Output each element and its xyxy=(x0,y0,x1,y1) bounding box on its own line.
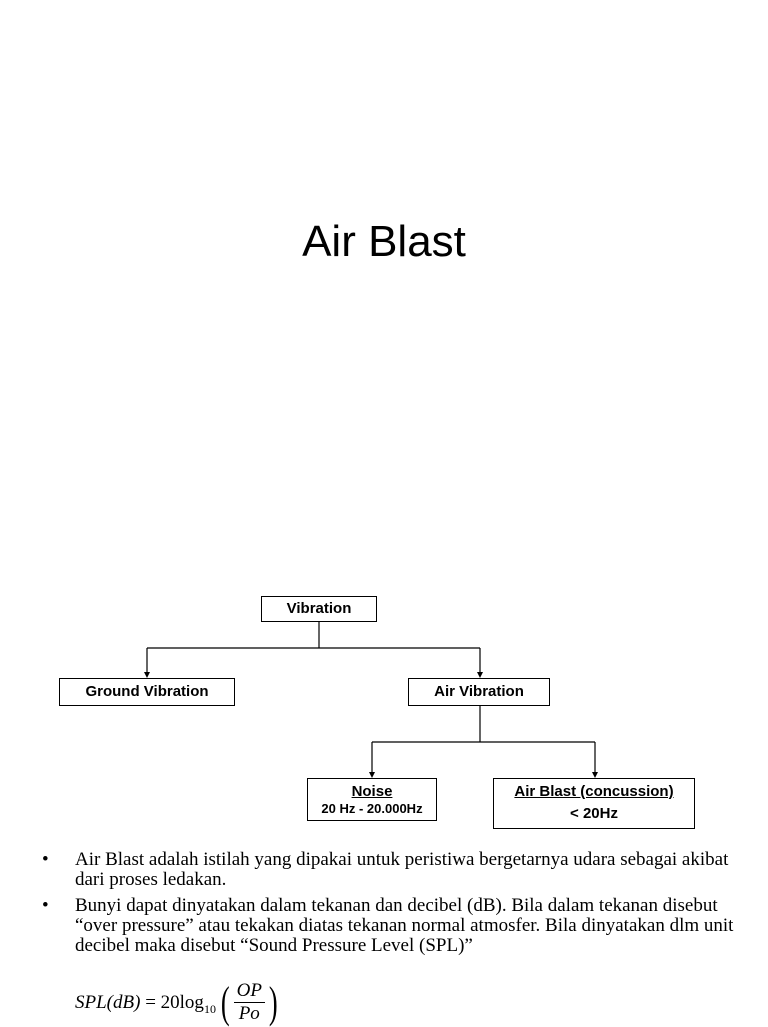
formula-numerator: OP xyxy=(233,980,265,1003)
formula-denominator: Po xyxy=(238,1003,260,1024)
air-blast-label: Air Blast (concussion) xyxy=(514,783,674,800)
spl-formula: SPL(dB) = 20 log 10 ( OP Po ) xyxy=(75,980,281,1025)
noise-range: 20 Hz - 20.000Hz xyxy=(321,801,423,816)
formula-lhs: SPL(dB) xyxy=(75,991,141,1013)
right-paren: ) xyxy=(268,977,278,1027)
formula-fraction: OP Po xyxy=(233,980,265,1025)
air-blast-range: < 20Hz xyxy=(570,805,618,822)
vibration-label: Vibration xyxy=(286,600,352,617)
formula-log-base: 10 xyxy=(203,1002,216,1016)
bullet-list: Air Blast adalah istilah yang dipakai un… xyxy=(40,850,756,962)
noise-box: Noise 20 Hz - 20.000Hz xyxy=(307,778,437,821)
vibration-box: Vibration xyxy=(261,596,377,622)
bullet-item: Air Blast adalah istilah yang dipakai un… xyxy=(40,850,756,890)
noise-label: Noise xyxy=(351,783,393,800)
slide-title: Air Blast xyxy=(302,217,466,266)
air-vibration-label: Air Vibration xyxy=(434,683,524,700)
formula-log: log xyxy=(179,991,204,1013)
ground-vibration-label: Ground Vibration xyxy=(85,683,209,700)
air-blast-box: Air Blast (concussion) < 20Hz xyxy=(493,778,695,829)
ground-vibration-box: Ground Vibration xyxy=(59,678,235,706)
bullet-item: Bunyi dapat dinyatakan dalam tekanan dan… xyxy=(40,896,756,956)
left-paren: ( xyxy=(220,977,230,1027)
formula-equals: = 20 xyxy=(140,991,180,1013)
air-vibration-box: Air Vibration xyxy=(408,678,550,706)
